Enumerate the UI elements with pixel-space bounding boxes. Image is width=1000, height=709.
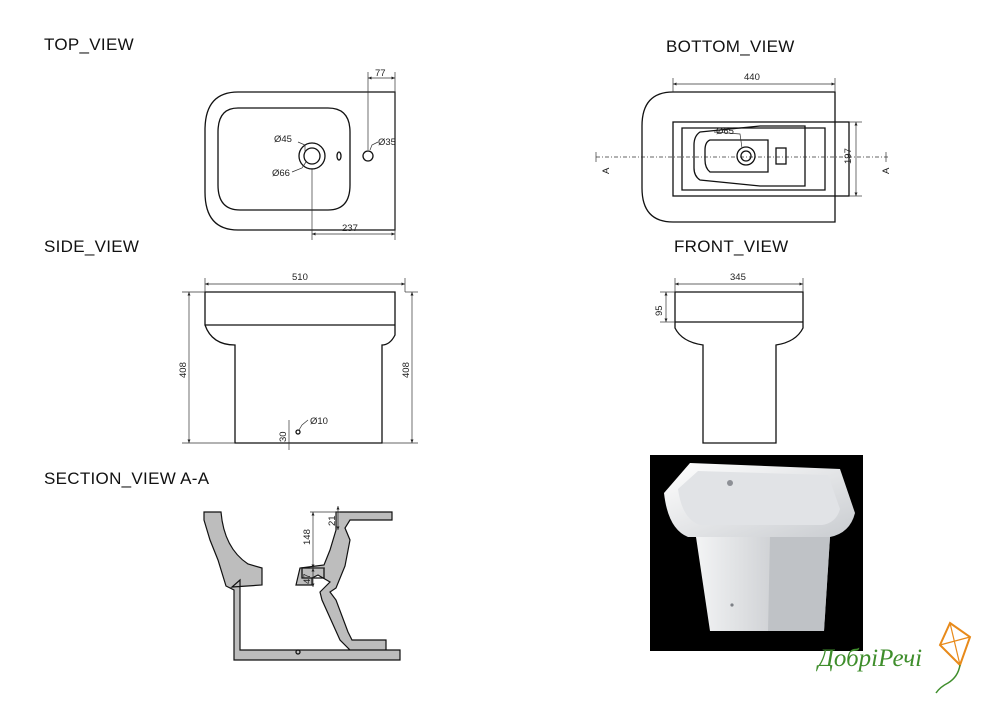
top-view-title: TOP_VIEW (44, 35, 134, 54)
top-view-dim-d35: Ø35 (378, 137, 396, 148)
section-view: 148 21 47 (203, 506, 401, 661)
top-view-drain-outer (298, 142, 326, 170)
bottom-view-pedestal-outline (672, 121, 850, 197)
bottom-view-section-mark-right: A (881, 167, 892, 174)
front-view: 345 95 (654, 272, 804, 444)
side-view-dim-510: 510 (292, 272, 308, 283)
brand-logo-text: ДобріРечі (818, 645, 923, 672)
section-view-outline (203, 511, 401, 661)
front-view-dim-95: 95 (654, 305, 665, 316)
bottom-view-dim-440: 440 (744, 72, 760, 83)
side-view-title: SIDE_VIEW (44, 237, 140, 256)
bottom-view-section-mark-left: A (601, 167, 612, 174)
bottom-view-title: BOTTOM_VIEW (666, 37, 795, 56)
section-view-title: SECTION_VIEW A-A (44, 469, 210, 488)
section-view-drain-hole (295, 649, 301, 655)
section-view-dim-21: 21 (327, 515, 338, 526)
side-view: 510 408 408 Ø10 30 (178, 272, 418, 450)
top-view-overflow (336, 151, 342, 161)
top-view-outer-outline (204, 91, 396, 231)
top-view-dim-237: 237 (342, 223, 358, 234)
front-view-dim-345: 345 (730, 272, 746, 283)
bottom-view-dim-197: 197 (843, 148, 854, 164)
top-view-dim-77: 77 (375, 68, 386, 79)
bottom-view-dim-d65: Ø65 (716, 126, 734, 137)
product-photo (650, 455, 863, 651)
front-view-outline (674, 291, 804, 444)
side-view-outline (204, 291, 396, 444)
side-view-dim-30: 30 (278, 431, 289, 442)
brand-logo: ДобріРечі (808, 615, 988, 695)
top-view: 77 Ø45 Ø35 Ø66 237 (204, 68, 396, 240)
section-view-dim-47: 47 (302, 573, 313, 584)
side-view-dim-408-right: 408 (401, 362, 412, 378)
top-view-dim-d66: Ø66 (272, 168, 290, 179)
bottom-view-drain (736, 146, 756, 166)
bottom-view-outer-outline (641, 91, 836, 223)
side-view-dim-408-left: 408 (178, 362, 189, 378)
bottom-view-inner-outline (693, 125, 806, 187)
bottom-view: 440 Ø65 197 A A (595, 72, 892, 223)
bottom-view-bowl-outline (681, 127, 826, 191)
top-view-dim-d45: Ø45 (274, 134, 292, 145)
front-view-title: FRONT_VIEW (674, 237, 789, 256)
side-view-drain-hole (295, 429, 301, 435)
side-view-dim-d10: Ø10 (310, 416, 328, 427)
top-view-tap-hole (362, 150, 374, 162)
top-view-drain-inner (303, 147, 321, 165)
top-view-bowl-outline (217, 107, 351, 211)
section-view-dim-148: 148 (302, 529, 313, 545)
